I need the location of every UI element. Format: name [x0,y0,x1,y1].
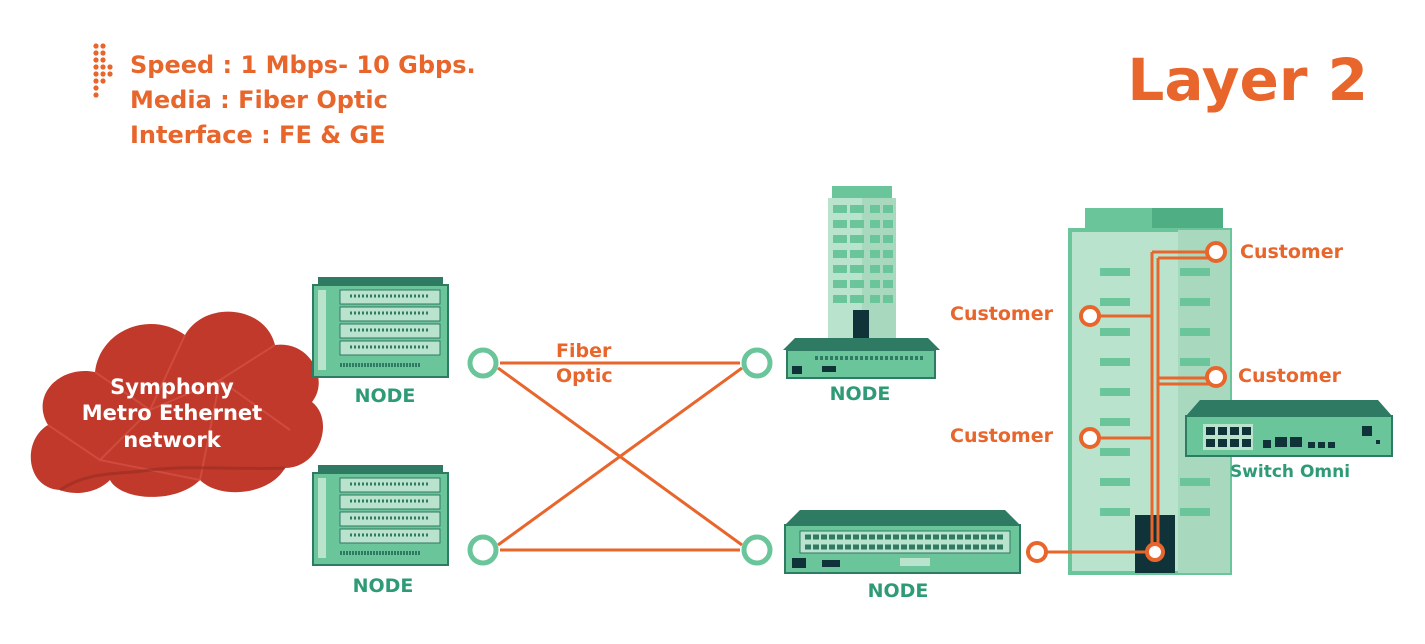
rack-node-bottom [312,465,449,566]
node-label-left-top: NODE [355,385,416,407]
customer-label-3: Customer [1238,365,1342,387]
wall-port-riser-base [1145,542,1165,562]
port-circle-right-bottom [741,534,773,566]
customer-label-1: Customer [1240,241,1344,263]
switch-node-bottom [784,510,1021,574]
switch-omni-label: Switch Omni [1230,462,1350,482]
office-tower-small [828,186,896,338]
wall-port-node-link [1026,541,1048,563]
cloud-label-line3: network [123,428,221,452]
layer-title: Layer 2 [1127,46,1368,114]
node-label-left-bottom: NODE [353,575,414,597]
metro-ethernet-cloud [30,311,324,497]
spec-speed: Speed : 1 Mbps- 10 Gbps. [130,51,476,79]
port-circle-right-top [741,347,773,379]
fiber-label-line1: Fiber [556,340,612,362]
switch-omni-device [1185,400,1393,457]
spec-interface: Interface : FE & GE [130,121,386,149]
spec-dots-icon [93,43,113,98]
building-wiring [1046,250,1212,554]
customer-label-4: Customer [950,425,1054,447]
node-label-right-top: NODE [830,383,891,405]
cloud-label-line1: Symphony [110,375,234,399]
node-label-right-bottom: NODE [868,580,929,602]
customer-building [1068,208,1232,575]
customer-port-1 [1205,241,1227,263]
spec-media: Media : Fiber Optic [130,86,388,114]
customer-label-2: Customer [950,303,1054,325]
switch-node-top [783,338,940,379]
customer-port-3 [1205,366,1227,388]
rack-node-top [312,277,449,378]
customer-port-2 [1079,305,1101,327]
cloud-label-line2: Metro Ethernet [82,401,262,425]
fiber-label-line2: Optic [556,365,613,387]
fiber-links [497,361,743,552]
port-circle-left-top [467,347,499,379]
customer-port-4 [1079,427,1101,449]
port-circle-left-bottom [467,534,499,566]
